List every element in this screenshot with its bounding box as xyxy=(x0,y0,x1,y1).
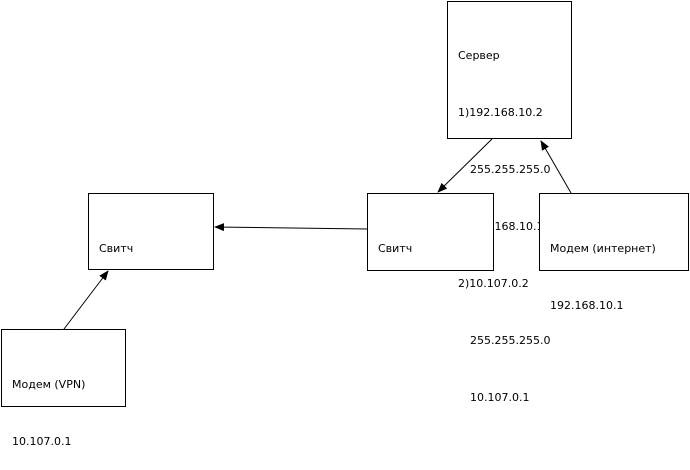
arrow-modem-internet-to-server xyxy=(540,140,572,194)
modem-internet-address: 192.168.10.1 xyxy=(550,299,624,312)
server-node: Сервер 1)192.168.10.2 255.255.255.0 192.… xyxy=(447,1,572,404)
server-interface-2-ip: 2)10.107.0.2 xyxy=(458,277,529,290)
modem-internet-title: Модем (интернет) xyxy=(550,242,656,255)
arrow-switch-right-to-switch-left xyxy=(214,223,368,232)
switch-right-title: Свитч xyxy=(378,242,413,255)
server-interface-2-gateway: 10.107.0.1 xyxy=(470,391,530,404)
connection-lines xyxy=(63,138,572,330)
server-interface-2-mask: 255.255.255.0 xyxy=(470,334,551,347)
modem-vpn-node: Модем (VPN) 10.107.0.1 xyxy=(1,329,126,448)
arrow-modem-vpn-to-switch-left xyxy=(63,270,109,330)
arrow-server-to-switch-right xyxy=(437,138,493,193)
server-title: Сервер xyxy=(458,49,500,62)
switch-right-node: Свитч xyxy=(367,193,494,271)
modem-vpn-title: Модем (VPN) xyxy=(12,378,86,391)
switch-left-node: Свитч xyxy=(88,193,214,270)
server-interface-1-ip: 1)192.168.10.2 xyxy=(458,106,543,119)
modem-internet-node: Модем (интернет) 192.168.10.1 xyxy=(539,193,689,312)
modem-vpn-address: 10.107.0.1 xyxy=(12,435,72,448)
switch-left-title: Свитч xyxy=(99,242,134,255)
server-interface-1-mask: 255.255.255.0 xyxy=(470,163,551,176)
